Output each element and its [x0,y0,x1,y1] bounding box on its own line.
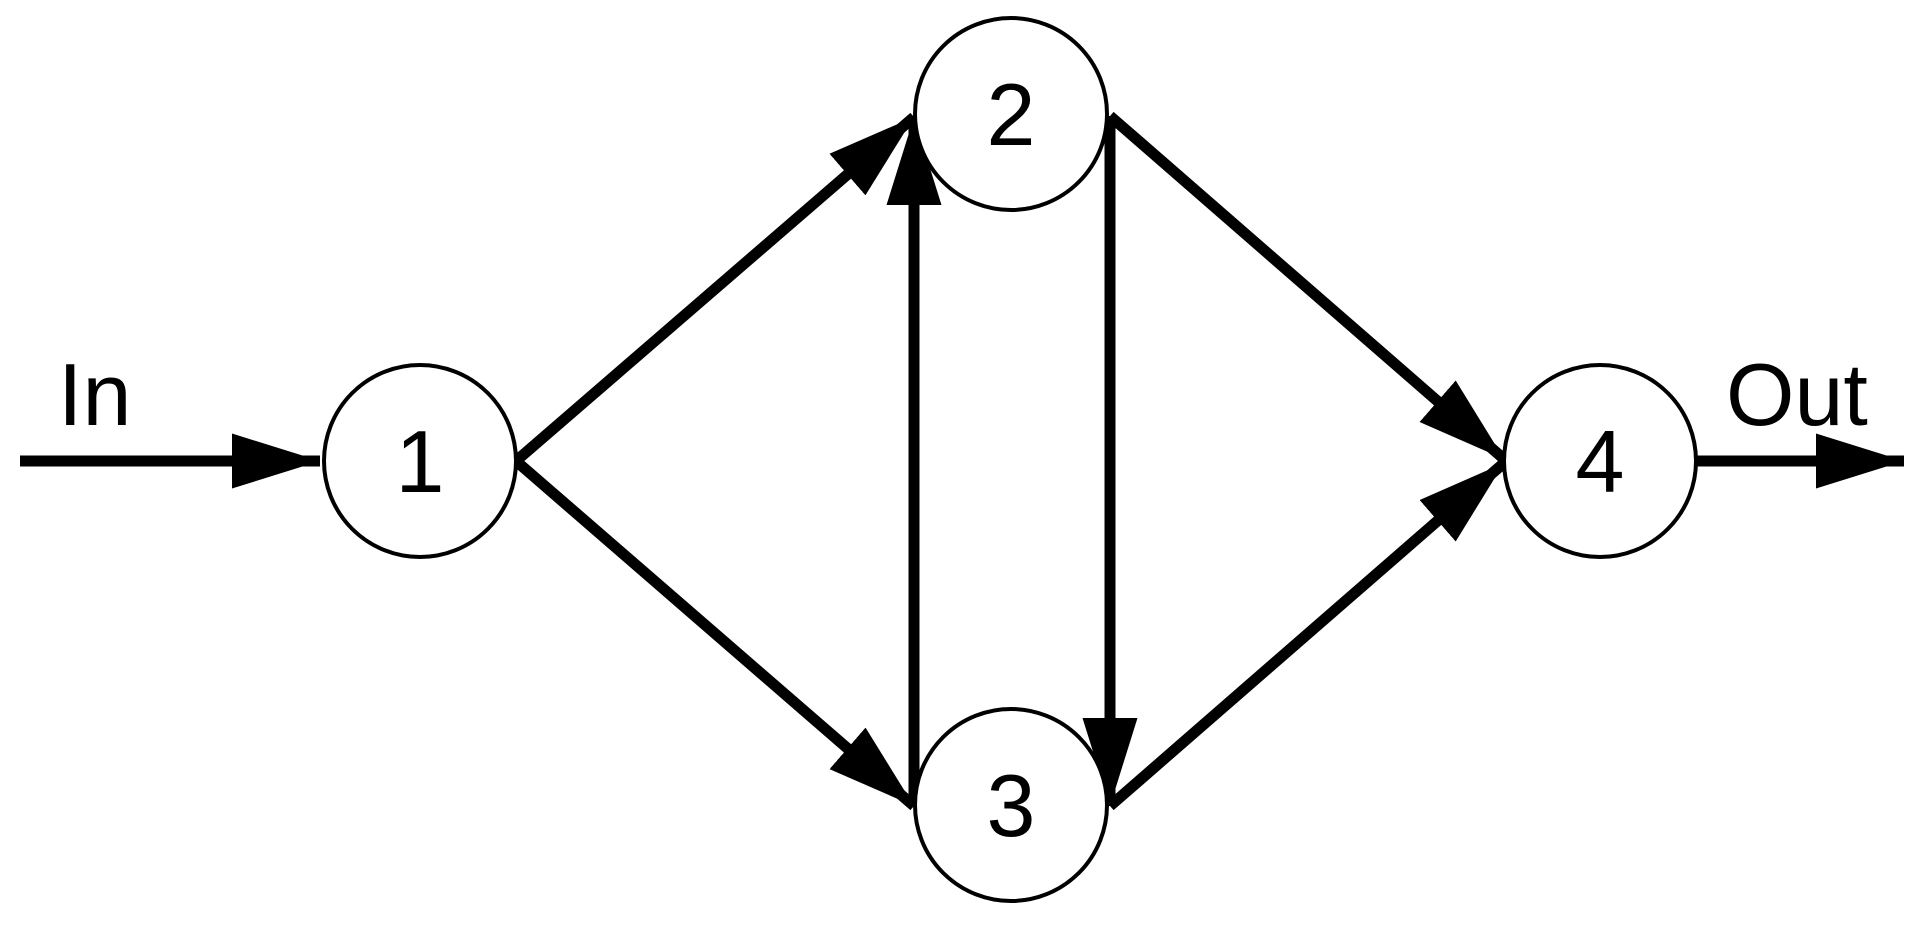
in-label: In [58,345,131,444]
edge-2-to-4 [1106,111,1508,464]
out-label: Out [1726,345,1868,444]
edge-3-to-4 [1106,458,1508,811]
node-3-label: 3 [987,756,1036,855]
node-1-circle [322,363,518,559]
node-1-label: 1 [396,412,445,511]
edge-1-to-2 [512,112,918,466]
node-2-circle [913,16,1109,212]
edge-1-to-3 [512,456,918,811]
node-4-circle [1502,363,1698,559]
node-4-label: 4 [1576,412,1625,511]
node-3-circle [913,707,1109,903]
node-2-label: 2 [987,65,1036,164]
